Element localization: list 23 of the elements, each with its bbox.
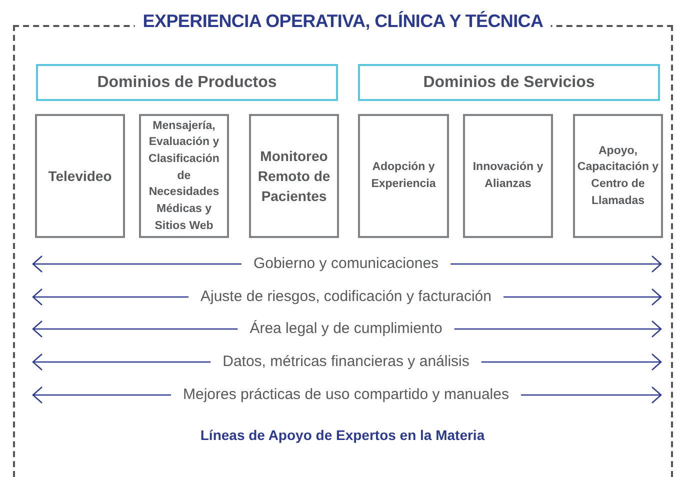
support-line-label: Datos, métricas financieras y análisis bbox=[222, 353, 470, 371]
domain-title: Dominios de Productos bbox=[97, 74, 277, 92]
domain-box bbox=[249, 114, 339, 238]
section-caption: Líneas de Apoyo de Expertos en la Materia bbox=[199, 427, 486, 443]
support-line-label: Gobierno y comunicaciones bbox=[253, 255, 439, 273]
domain-label: Innovación y Alianzas bbox=[472, 160, 544, 192]
domain-label: Televideo bbox=[48, 166, 112, 186]
support-line-label: Ajuste de riesgos, codificación y facturación bbox=[200, 288, 492, 306]
domain-title: Dominios de Servicios bbox=[423, 74, 595, 92]
domain-label: Adopción y Experiencia bbox=[370, 160, 437, 192]
domain-header-box bbox=[36, 64, 338, 101]
support-line-label: Área legal y de cumplimiento bbox=[250, 320, 442, 338]
domain-label: Apoyo, Capacitación y Centro de Llamadas bbox=[577, 144, 659, 209]
domain-box bbox=[463, 114, 553, 238]
domain-box bbox=[139, 114, 229, 238]
domain-box bbox=[35, 114, 125, 238]
domain-box bbox=[358, 114, 449, 238]
domain-label: Monitoreo Remoto de Pacientes bbox=[256, 146, 332, 206]
domain-header-box bbox=[358, 64, 660, 101]
domain-box bbox=[573, 114, 663, 238]
domain-label: Mensajería, Evaluación y Clasificación de Necesidades Médicas y Sitios Web bbox=[148, 118, 220, 234]
frame-heading: EXPERIENCIA OPERATIVA, CLÍNICA Y TÉCNICA bbox=[134, 11, 552, 32]
support-line-label: Mejores prácticas de uso compartido y manuales bbox=[183, 386, 509, 404]
